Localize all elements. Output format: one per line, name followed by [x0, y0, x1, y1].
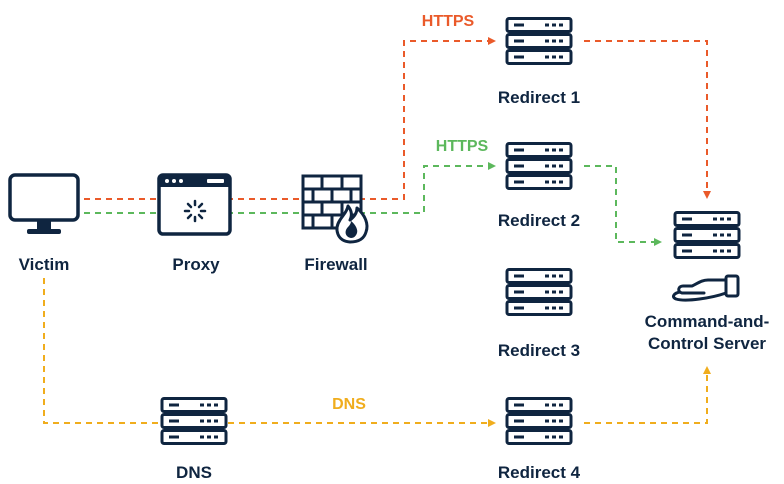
https-middle-label: HTTPS — [436, 138, 489, 155]
victim-monitor-icon — [8, 173, 80, 234]
hand-icon — [672, 274, 740, 302]
redirect-4-server-icon — [505, 397, 573, 445]
dns-path — [43, 278, 711, 427]
c2-label-line2: Control Server — [648, 334, 766, 353]
redirect-4-label: Redirect 4 — [498, 463, 581, 482]
redirect-1-label: Redirect 1 — [498, 88, 580, 107]
dns-server-icon — [160, 397, 228, 445]
redirect-2-label: Redirect 2 — [498, 211, 580, 230]
c2-label-line1: Command-and- — [645, 312, 770, 331]
https-top-label: HTTPS — [422, 13, 475, 30]
firewall-label: Firewall — [304, 255, 367, 274]
proxy-label: Proxy — [172, 255, 220, 274]
dns-label: DNS — [176, 463, 212, 482]
redirect-3-label: Redirect 3 — [498, 341, 580, 360]
redirect-3-server-icon — [505, 268, 573, 316]
redirect-2-server-icon — [505, 142, 573, 190]
proxy-browser-icon — [157, 173, 232, 236]
c2-server-icon — [673, 211, 741, 259]
redirect-1-server-icon — [505, 17, 573, 65]
flame-icon — [335, 204, 369, 244]
victim-label: Victim — [19, 255, 70, 274]
https-path-middle — [84, 162, 662, 246]
https-path-top — [84, 37, 711, 200]
dns-path-label: DNS — [332, 396, 366, 413]
